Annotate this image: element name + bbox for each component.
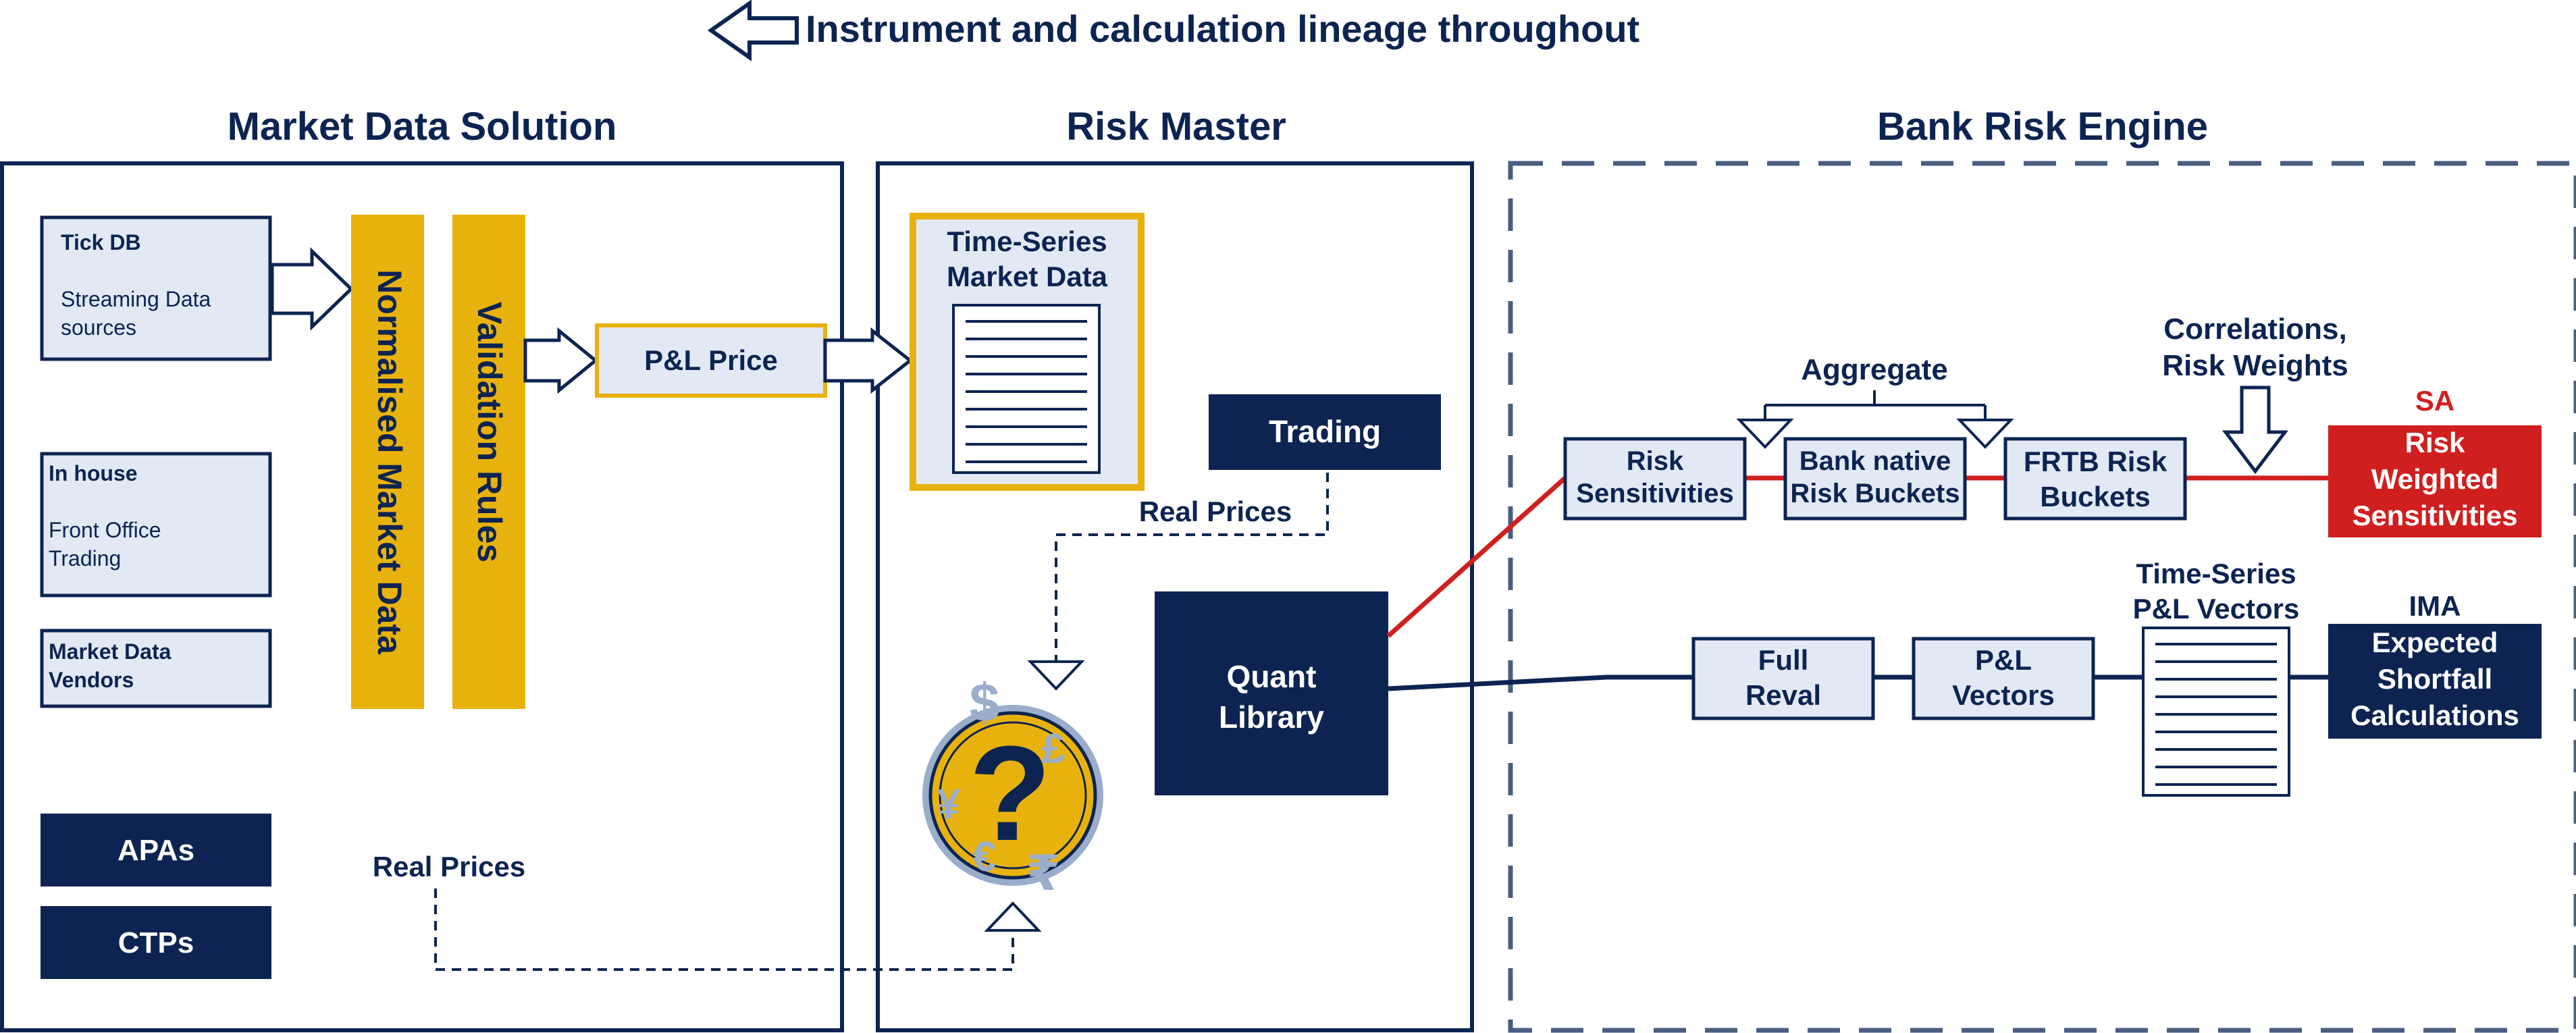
quant-line1: Quant [1227, 659, 1317, 694]
bank-native-line1: Bank native [1799, 446, 1951, 476]
block-arrow-icon [2222, 386, 2289, 475]
es-line2: Shortfall [2377, 663, 2492, 695]
tick-db-line1: Streaming Data [61, 287, 211, 311]
full-reval-line2: Reval [1745, 679, 1821, 711]
document-lines-icon [2142, 627, 2290, 797]
quant-line2: Library [1219, 699, 1324, 735]
risk-weighted-sensitivities-box: Risk Weighted Sensitivities [2328, 425, 2542, 537]
rws-line1: Risk [2405, 427, 2465, 458]
vendors-line1: Market Data [49, 639, 172, 664]
hollow-triangle-icon [1027, 660, 1085, 691]
tick-db-line2: sources [61, 315, 136, 340]
tick-db-title: Tick DB [61, 230, 141, 255]
risk-sensitivities-box: Risk Sensitivities [1563, 437, 1747, 521]
svg-text:?: ? [969, 718, 1051, 869]
real-prices-bottom-label: Real Prices [373, 851, 526, 882]
block-arrow-icon [823, 327, 914, 394]
ts-line2: Market Data [947, 261, 1108, 292]
in-house-title: In house [49, 461, 138, 485]
bank-native-risk-buckets-box: Bank native Risk Buckets [1783, 437, 1967, 521]
ts-pl-line1: Time-Series [2136, 558, 2296, 589]
svg-text:₹: ₹ [1026, 847, 1060, 901]
aggregate-bracket [1764, 390, 1987, 420]
lineage-header: Instrument and calculation lineage throu… [707, 0, 1639, 61]
vendors-line2: Vendors [49, 668, 134, 692]
sa-label: SA [2415, 385, 2454, 417]
currency-question-coin-icon: $ £ ¥ € ₹ ? [922, 672, 1103, 901]
hollow-triangle-icon [984, 901, 1042, 932]
hollow-triangle-icon [1956, 419, 2014, 449]
pl-vectors-line1: P&L [1975, 644, 2032, 676]
real-prices-top-label: Real Prices [1139, 496, 1292, 527]
ima-label: IMA [2409, 590, 2461, 622]
svg-text:£: £ [1042, 726, 1065, 772]
in-house-line2: Trading [49, 546, 121, 571]
svg-text:$: $ [970, 672, 1000, 733]
risk-master-frame [876, 161, 1474, 1032]
rws-line2: Weighted [2371, 463, 2498, 495]
ctps-box: CTPs [41, 906, 271, 979]
normalised-market-data-bar: Normalised Market Data [351, 215, 424, 709]
ts-pl-line2: P&L Vectors [2133, 593, 2300, 625]
section-title-risk-master: Risk Master [1066, 105, 1286, 149]
svg-text:€: € [973, 834, 996, 880]
trading-label: Trading [1269, 414, 1381, 449]
ts-line1: Time-Series [947, 226, 1107, 257]
pl-price-box: P&L Price [595, 323, 827, 398]
block-arrow-icon [270, 247, 354, 331]
vendors-box: Market Data Vendors [40, 629, 272, 708]
full-reval-line1: Full [1758, 644, 1809, 676]
validation-label: Validation Rules [471, 302, 508, 562]
aggregate-label: Aggregate [1801, 353, 1948, 386]
lineage-text: Instrument and calculation lineage throu… [806, 7, 1639, 50]
apas-box: APAs [41, 814, 271, 886]
pl-price-label: P&L Price [644, 344, 778, 376]
in-house-box: In house Front Office Trading [40, 452, 272, 598]
es-line1: Expected [2372, 627, 2498, 658]
apas-label: APAs [117, 834, 194, 867]
in-house-line1: Front Office [49, 518, 161, 542]
hollow-triangle-icon [1736, 419, 1794, 449]
es-line3: Calculations [2350, 699, 2519, 731]
correlations-line2: Risk Weights [2162, 349, 2348, 382]
risk-sens-line1: Risk [1627, 446, 1684, 476]
real-prices-top-connector [1055, 473, 1329, 662]
correlations-line1: Correlations, [2163, 313, 2346, 346]
quant-library-box: Quant Library [1155, 591, 1388, 795]
pl-vectors-box: P&L Vectors [1912, 637, 2095, 720]
risk-sens-line2: Sensitivities [1576, 479, 1733, 508]
real-prices-bottom-connector [434, 889, 1014, 971]
trading-box: Trading [1209, 394, 1441, 470]
market-data-frame [0, 161, 844, 1032]
rws-line3: Sensitivities [2352, 500, 2517, 531]
tick-db-box: Tick DB Streaming Data sources [40, 215, 272, 361]
full-reval-box: Full Reval [1691, 637, 1875, 720]
left-arrow-icon [707, 0, 799, 61]
pl-vectors-line2: Vectors [1952, 679, 2055, 711]
document-lines-icon [952, 304, 1101, 474]
ctps-label: CTPs [118, 926, 194, 959]
sa-red-connector-diagonal [1386, 475, 1569, 638]
frtb-risk-buckets-box: FRTB Risk Buckets [2003, 437, 2187, 521]
bank-native-line2: Risk Buckets [1790, 479, 1960, 508]
bank-risk-engine-frame [1508, 161, 2576, 1033]
frtb-line2: Buckets [2040, 481, 2150, 512]
section-title-market-data: Market Data Solution [228, 105, 617, 149]
expected-shortfall-box: Expected Shortfall Calculations [2328, 624, 2542, 739]
time-series-market-data-box: Time-Series Market Data [910, 213, 1145, 491]
block-arrow-icon [523, 327, 598, 394]
normalised-label: Normalised Market Data [371, 269, 409, 655]
section-title-bank-risk-engine: Bank Risk Engine [1877, 105, 2208, 149]
svg-text:¥: ¥ [937, 781, 961, 828]
validation-rules-bar: Validation Rules [452, 215, 525, 709]
frtb-line1: FRTB Risk [2024, 446, 2167, 477]
